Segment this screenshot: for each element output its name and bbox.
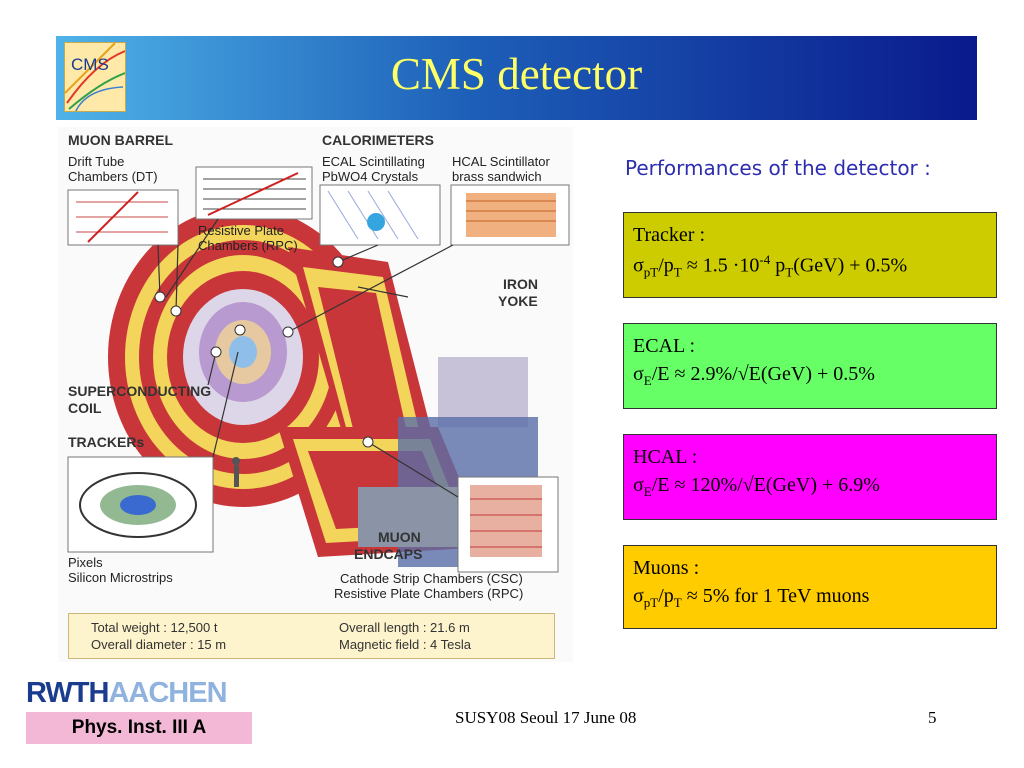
hcal-formula: σE/E ≈ 120%/√E(GeV) + 6.9% [633,474,880,499]
iron-yoke-line1: IRON [503,276,538,292]
spec-length: Overall length : 21.6 m [339,620,470,635]
tracker-box: Tracker : σpT/pT ≈ 1.5 ·10-4 pT(GeV) + 0… [623,212,997,298]
rpc-line1: Resistive Plate [198,223,284,238]
muon-barrel-line1: Drift Tube [68,154,125,169]
conference-footer: SUSY08 Seoul 17 June 08 [455,708,637,727]
hcal-line1: HCAL Scintillator [452,154,550,169]
ecal-label: ECAL : [633,335,696,357]
muons-formula: σpT/pT ≈ 5% for 1 TeV muons [633,585,870,610]
iron-yoke-line2: YOKE [498,293,538,309]
muons-label: Muons : [633,557,700,579]
coil-line2: COIL [68,400,102,416]
spec-weight: Total weight : 12,500 t [91,620,218,635]
title-banner: CMS CMS detector [56,36,977,120]
ecal-line2: PbWO4 Crystals [322,169,419,184]
rwth-logo: RWTHAACHEN Phys. Inst. III A [26,677,252,745]
endcaps-line2: ENDCAPS [354,546,423,562]
muons-box: Muons : σpT/pT ≈ 5% for 1 TeV muons [623,545,997,629]
ecal-formula: σE/E ≈ 2.9%/√E(GeV) + 0.5% [633,363,875,388]
page-number: 5 [928,708,937,727]
trackers-heading: TRACKERs [68,434,145,450]
ecal-line1: ECAL Scintillating [322,154,425,169]
rpc-line2: Chambers (RPC) [198,238,298,253]
endcaps-line4: Resistive Plate Chambers (RPC) [334,586,524,601]
tracker-label: Tracker : [633,224,706,246]
tracker-formula: σpT/pT ≈ 1.5 ·10-4 pT(GeV) + 0.5% [633,252,908,280]
detector-figure: MUON BARREL Drift Tube Chambers (DT) Res… [58,127,573,662]
rwth-wordmark: RWTHAACHEN [26,677,228,709]
hcal-line2: brass sandwich [452,169,542,184]
coil-line1: SUPERCONDUCTING [68,383,212,399]
spec-diameter: Overall diameter : 15 m [91,637,227,652]
trackers-line1: Pixels [68,555,103,570]
hcal-label: HCAL : [633,446,698,468]
detector-illustration [67,166,570,573]
trackers-line2: Silicon Microstrips [68,570,173,585]
detector-specs: Total weight : 12,500 t Overall diameter… [68,613,555,659]
ecal-box: ECAL : σE/E ≈ 2.9%/√E(GeV) + 0.5% [623,323,997,409]
institute-label: Phys. Inst. III A [26,712,252,744]
hcal-box: HCAL : σE/E ≈ 120%/√E(GeV) + 6.9% [623,434,997,520]
endcaps-line3: Cathode Strip Chambers (CSC) [340,571,523,586]
cms-logo-text: CMS [71,55,109,74]
slide-title: CMS detector [390,49,643,99]
calorimeters-heading: CALORIMETERS [322,132,434,148]
muon-barrel-line2: Chambers (DT) [68,169,158,184]
spec-field: Magnetic field : 4 Tesla [339,637,471,652]
performance-heading: Performances of the detector : [625,156,931,180]
cms-logo: CMS [64,42,126,112]
endcaps-line1: MUON [378,529,421,545]
muon-barrel-heading: MUON BARREL [68,132,173,148]
